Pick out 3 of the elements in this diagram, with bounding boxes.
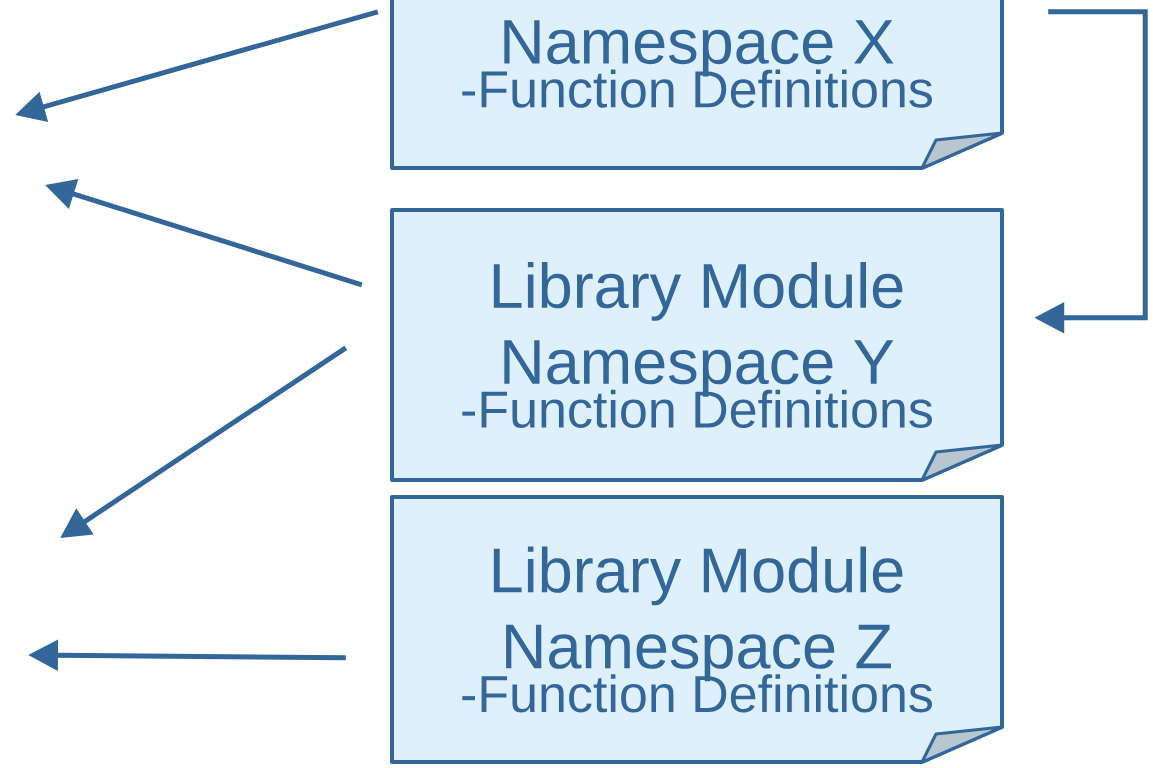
note-box: Library Module Namespace Z -Function Definitions: [390, 495, 1004, 764]
note-box: Namespace X -Function Definitions: [390, 0, 1004, 170]
note-box: Library Module Namespace Y -Function Definitions: [390, 208, 1004, 482]
